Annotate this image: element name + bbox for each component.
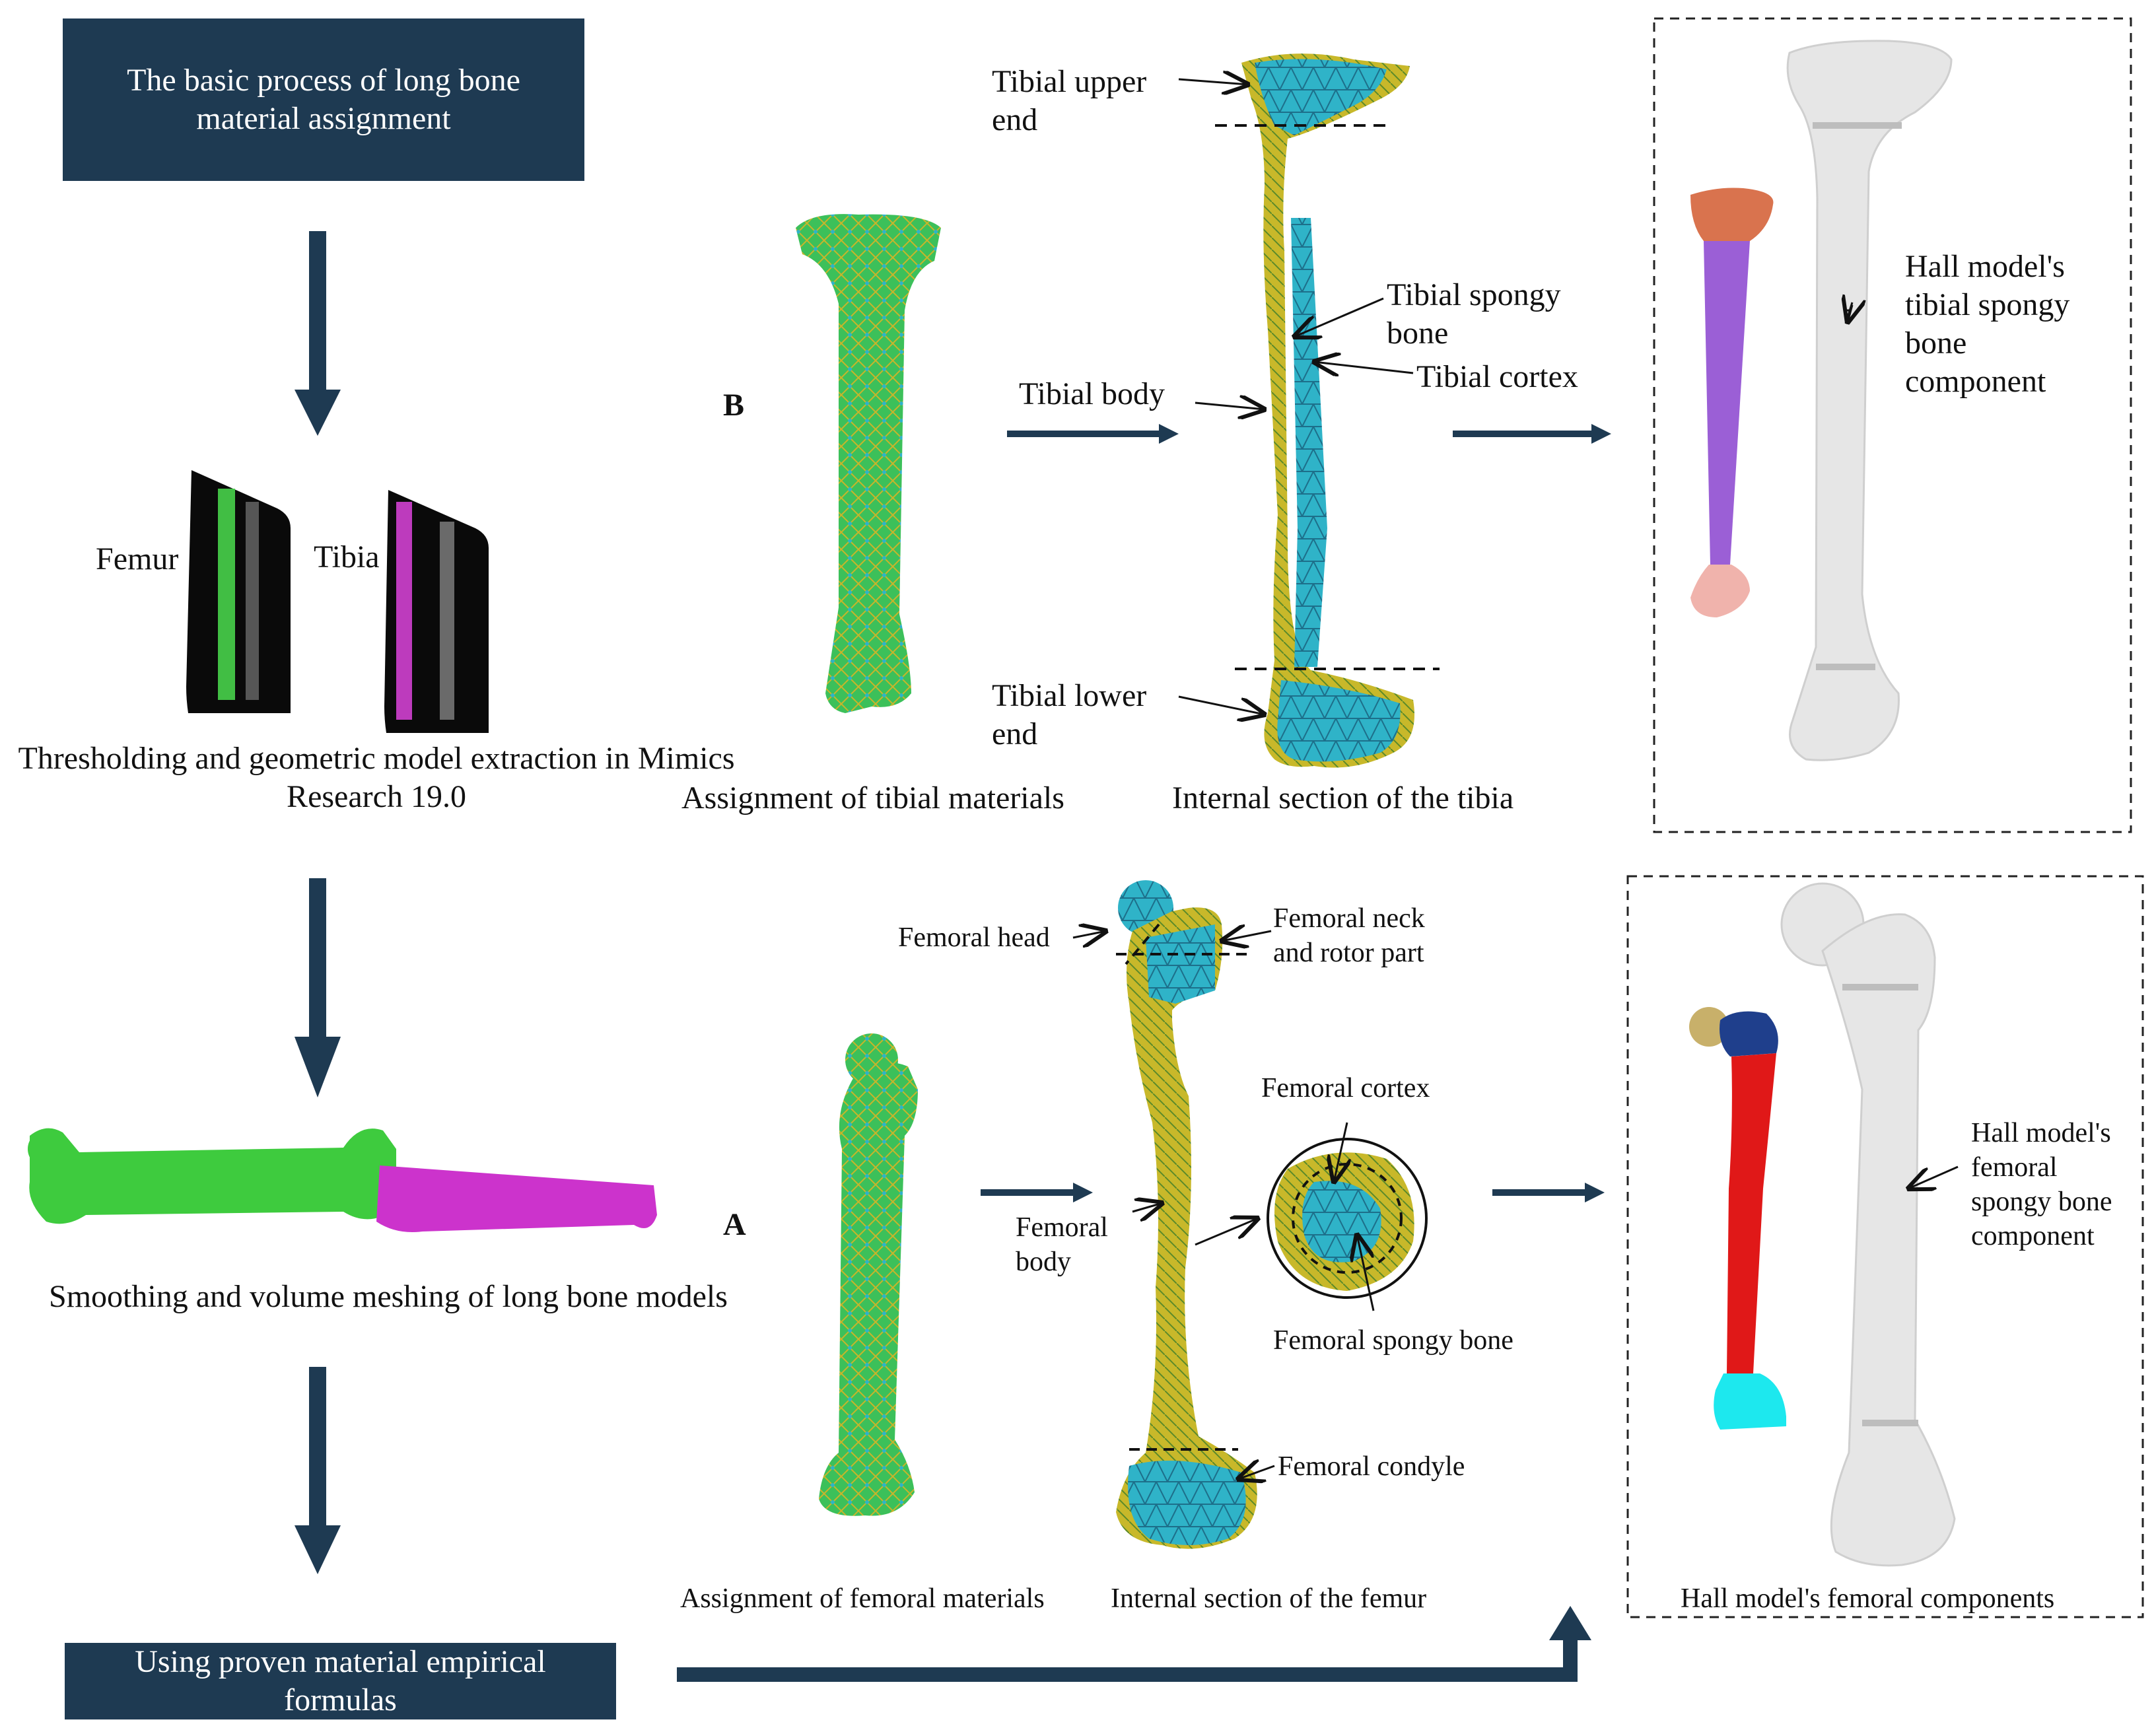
tibia-body-label: Tibial body — [1019, 376, 1165, 411]
process-title-box: The basic process of long bone material … — [63, 18, 584, 181]
tibia-cortex-label: Tibial cortex — [1416, 359, 1578, 394]
final-step-box: Using proven material empirical formulas — [65, 1643, 616, 1719]
femur-arrow-1 — [981, 1183, 1093, 1202]
tibia-upper-end-label: Tibial upper end — [992, 64, 1147, 137]
tibia-lower-end-label: Tibial lower end — [992, 678, 1147, 751]
femur-internal-section — [1116, 880, 1257, 1549]
hall-femur-label: Hall model's femoral spongy bone compone… — [1971, 1118, 2112, 1251]
femur-spongy-label: Femoral spongy bone — [1273, 1325, 1513, 1356]
hall-femur-dashed-box — [1626, 875, 2144, 1618]
tibia-ct-label: Tibia — [314, 539, 380, 574]
femur-assign-caption: Assignment of femoral materials — [680, 1583, 1045, 1614]
femur-arrow-2 — [1492, 1183, 1605, 1202]
femur-cortex-label: Femoral cortex — [1261, 1073, 1430, 1103]
tibia-spongy-label: Tibial spongy bone — [1387, 277, 1561, 351]
tibia-arrow-2 — [1453, 424, 1611, 444]
femur-neck-label: Femoral neck and rotor part — [1273, 903, 1425, 968]
ct-scan-femur-image — [186, 470, 291, 713]
process-arrow-3 — [295, 1367, 341, 1574]
hall-tibia-colored-model — [1690, 188, 1774, 617]
hall-femur-colored-model — [1689, 1007, 1786, 1430]
step1-caption: Thresholding and geometric model extract… — [18, 741, 735, 814]
tibia-section-caption: Internal section of the tibia — [1172, 780, 1514, 815]
panel-b-letter: B — [723, 388, 745, 423]
process-arrow-1 — [295, 231, 341, 436]
leader-lines — [1072, 79, 1959, 1479]
ct-scan-tibia-image — [384, 490, 489, 733]
tibia-assign-caption: Assignment of tibial materials — [681, 780, 1064, 815]
meshed-long-bone-model — [28, 1128, 657, 1232]
hall-femur-caption: Hall model's femoral components — [1681, 1583, 2055, 1614]
tibia-assignment-model — [796, 214, 941, 714]
final-flow-arrow — [677, 1606, 1591, 1682]
femur-assignment-model — [819, 1033, 918, 1516]
hall-tibia-label: Hall model's tibial spongy bone componen… — [1905, 249, 2070, 399]
tibia-arrow-1 — [1007, 424, 1179, 444]
hall-tibia-dashed-box — [1653, 17, 2132, 833]
femur-section-caption: Internal section of the femur — [1111, 1583, 1427, 1614]
hall-tibia-ghost-model — [1786, 40, 1953, 761]
hall-femur-ghost-model — [1780, 882, 1956, 1567]
step2-caption: Smoothing and volume meshing of long bon… — [49, 1279, 728, 1314]
femur-cross-section — [1267, 1138, 1428, 1299]
tibia-internal-section — [1215, 53, 1440, 768]
panel-a-letter: A — [723, 1207, 746, 1242]
femur-body-label: Femoral body — [1016, 1212, 1108, 1277]
femur-condyle-label: Femoral condyle — [1278, 1451, 1465, 1482]
femur-head-label: Femoral head — [898, 922, 1050, 953]
femur-ct-label: Femur — [96, 541, 179, 576]
process-arrow-2 — [295, 878, 341, 1097]
